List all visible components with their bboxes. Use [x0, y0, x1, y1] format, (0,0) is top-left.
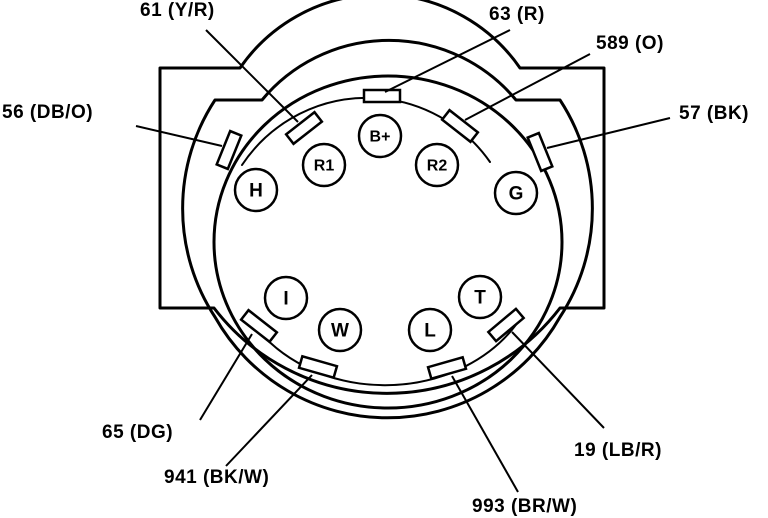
wire-label-63: 63 (R) — [489, 4, 545, 25]
wire-label-56: 56 (DB/O) — [2, 102, 93, 123]
pin-r2: R2 — [414, 142, 460, 188]
leader-19 — [511, 331, 605, 429]
terminal-589 — [440, 108, 480, 144]
leader-61 — [205, 29, 299, 123]
pin-g: G — [493, 170, 539, 216]
leader-941 — [225, 374, 313, 467]
svg-text:B+: B+ — [370, 129, 391, 146]
wire-label-589: 589 (O) — [596, 33, 664, 54]
svg-text:G: G — [509, 184, 524, 205]
pin-i: I — [263, 275, 309, 321]
pin-w: W — [317, 307, 363, 353]
pin-b-plus: B+ — [357, 113, 403, 159]
leader-993 — [451, 375, 519, 493]
terminal-56 — [215, 129, 243, 171]
wire-label-993: 993 (BR/W) — [472, 496, 577, 517]
terminal-19 — [486, 307, 526, 343]
connector-inner-ring — [212, 74, 564, 410]
svg-text:I: I — [283, 289, 288, 310]
connector-face-outline — [181, 38, 594, 420]
leader-56 — [135, 125, 223, 147]
svg-text:R2: R2 — [427, 158, 448, 175]
terminal-63 — [362, 88, 402, 104]
svg-text:L: L — [424, 321, 436, 342]
wire-label-941: 941 (BK/W) — [164, 467, 269, 488]
wire-label-61: 61 (Y/R) — [140, 0, 215, 21]
leader-57 — [546, 117, 671, 149]
leader-589 — [464, 53, 591, 121]
wire-label-65: 65 (DG) — [102, 422, 173, 443]
terminal-57 — [526, 131, 554, 173]
svg-text:R1: R1 — [314, 158, 335, 175]
terminal-61 — [284, 110, 324, 146]
svg-text:H: H — [249, 181, 263, 202]
terminal-65 — [239, 308, 279, 344]
svg-text:T: T — [474, 288, 486, 309]
wire-label-19: 19 (LB/R) — [574, 440, 662, 461]
pin-h: H — [233, 167, 279, 213]
pin-r1: R1 — [301, 142, 347, 188]
wire-label-57: 57 (BK) — [679, 103, 749, 124]
leader-65 — [199, 333, 253, 421]
connector-housing-outline — [158, 0, 606, 395]
pin-t: T — [457, 274, 503, 320]
terminal-track-lower — [247, 315, 523, 387]
svg-text:W: W — [331, 321, 349, 342]
terminal-941 — [297, 354, 339, 380]
leader-63 — [384, 29, 511, 93]
terminal-993 — [426, 355, 468, 381]
pin-l: L — [407, 307, 453, 353]
